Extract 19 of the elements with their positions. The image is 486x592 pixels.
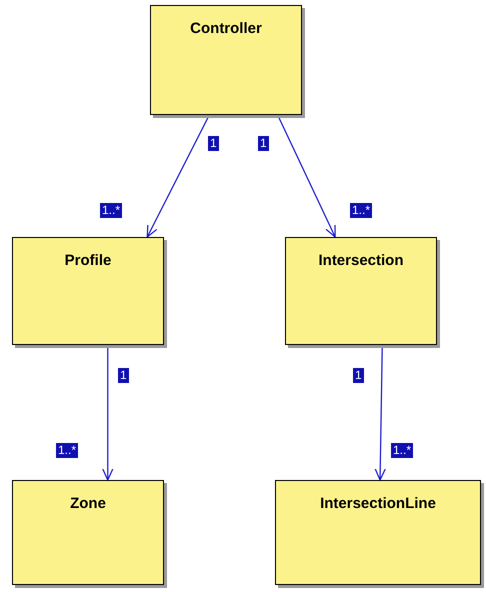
multiplicity-label: 1..* [56,443,78,458]
association-arrow [102,345,114,481]
class-box [275,480,481,585]
multiplicity-label: 1..* [350,203,372,218]
class-name: Intersection [317,252,405,269]
class-name: Controller [189,20,263,37]
multiplicity-label: 1 [258,136,269,151]
class-box [12,237,164,345]
class-box [285,237,437,345]
multiplicity-label: 1 [208,136,219,151]
class-name: IntersectionLine [319,495,437,512]
multiplicity-label: 1 [353,368,364,383]
multiplicity-label: 1 [118,368,129,383]
multiplicity-label: 1..* [391,443,414,458]
class-name: Profile [64,252,112,269]
class-box [12,480,164,585]
class-box [150,5,302,115]
multiplicity-label: 1..* [100,203,122,218]
class-name: Zone [69,495,107,512]
